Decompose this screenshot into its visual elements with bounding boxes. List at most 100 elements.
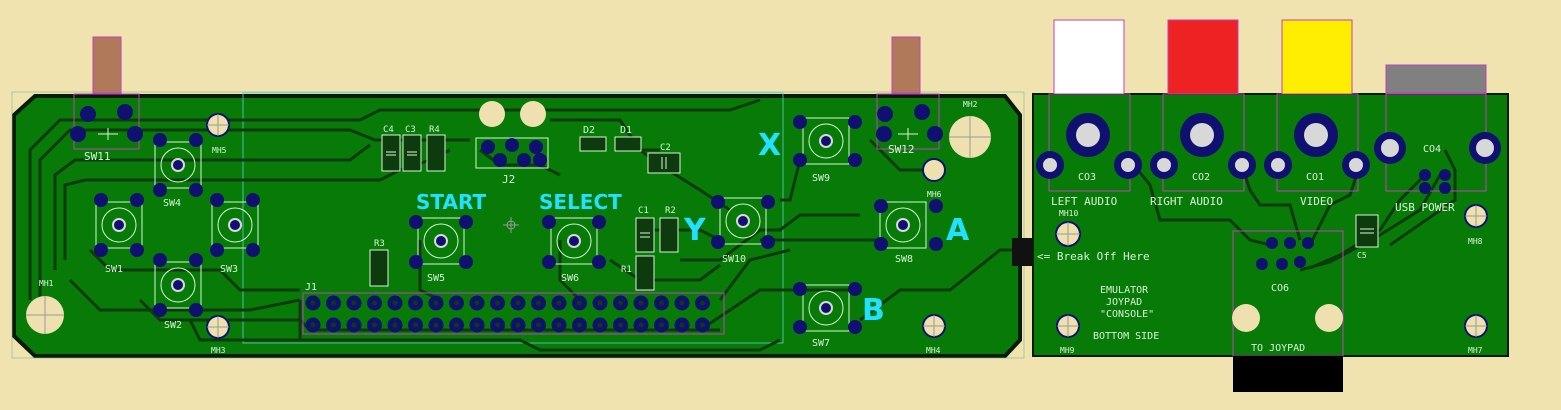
c5-label: C5 [1357, 251, 1367, 260]
co4-usb: CO4 [1374, 93, 1501, 194]
usb-body [1385, 64, 1487, 94]
j2-mount-hole-left [479, 101, 505, 127]
r1-label: R1 [621, 265, 632, 275]
co6-label: CO6 [1271, 283, 1289, 294]
mh4-label: MH4 [926, 346, 941, 355]
c1-label: C1 [638, 206, 649, 216]
j1-pin-hole [413, 300, 418, 306]
j1-pin-hole [454, 322, 459, 328]
left-audio-label: LEFT AUDIO [1051, 195, 1117, 208]
j1-pin-hole [597, 300, 603, 306]
to-joypad-label: TO JOYPAD [1251, 343, 1305, 354]
sw2: SW2 [153, 253, 203, 331]
co4-label: CO4 [1423, 144, 1441, 155]
co3-jack: CO3 [1036, 93, 1142, 192]
j1-pin-hole [618, 322, 623, 328]
r3: R3 [369, 239, 389, 287]
sw10: SW10 [711, 195, 775, 265]
j1-pin-hole [618, 300, 623, 306]
c2-label: C2 [660, 143, 671, 153]
sw12-label: SW12 [888, 143, 915, 156]
c4-c3-r4: C4 C3 R4 [381, 125, 446, 172]
j1-pin-hole [433, 300, 439, 306]
mh4: MH4 [922, 314, 946, 355]
sw1-label: SW1 [105, 264, 123, 275]
co2-label: CO2 [1192, 172, 1210, 183]
rca-red-body [1167, 19, 1239, 95]
j1-pin-hole [372, 322, 377, 328]
mh5-label: MH5 [212, 146, 227, 155]
sw11-label: SW11 [84, 150, 111, 163]
j1-header: J1 [302, 282, 725, 335]
mh10: MH10 [1055, 209, 1081, 247]
j2-mount-hole-right [520, 101, 546, 127]
sw12: SW12 [876, 93, 943, 156]
sw3: SW3 [210, 193, 260, 275]
d1-label: D1 [620, 125, 632, 136]
mh6: MH6 [922, 158, 946, 199]
j1-pin-hole [536, 322, 541, 328]
select-label: SELECT [539, 190, 622, 214]
sw7: SW7 [793, 282, 862, 349]
j1-pin-hole [351, 322, 357, 328]
r3-label: R3 [374, 239, 385, 249]
video-label: VIDEO [1300, 195, 1333, 208]
r2-label: R2 [665, 206, 676, 216]
break-off-label: <= Break Off Here [1037, 250, 1150, 263]
j1-pin-hole [331, 300, 336, 306]
mh3: MH3 [206, 315, 230, 355]
rca-yellow-body [1281, 19, 1353, 95]
j1-pin-hole [700, 300, 705, 306]
mh8: MH8 [1464, 204, 1488, 246]
mh3-label: MH3 [211, 346, 226, 355]
sw1: SW1 [94, 193, 144, 275]
co3-label: CO3 [1078, 172, 1096, 183]
mh9: MH9 [1056, 314, 1080, 355]
emulator-line1: EMULATOR [1100, 285, 1149, 296]
j2-label: J2 [502, 173, 515, 186]
co1-jack: CO1 [1264, 93, 1370, 192]
j1-pin-hole [638, 300, 644, 306]
r1: R1 [621, 255, 655, 291]
a-label: A [946, 213, 970, 248]
j1-pin-hole [310, 322, 316, 328]
sw6: SW6 [542, 215, 606, 284]
sw5-label: SW5 [427, 273, 445, 284]
bottom-side-label: BOTTOM SIDE [1093, 331, 1159, 342]
sw9-label: SW9 [812, 173, 830, 184]
j1-pin-hole [556, 322, 562, 328]
x-label: X [758, 128, 781, 163]
co2-jack: CO2 [1150, 93, 1256, 192]
sw8-label: SW8 [895, 254, 913, 265]
sw6-label: SW6 [561, 273, 579, 284]
joypad-plug [1233, 356, 1343, 392]
j1-pin-hole [577, 300, 582, 306]
r4-label: R4 [429, 125, 440, 135]
d1-d2: D2 D1 [579, 125, 642, 152]
j1-pin-hole [372, 300, 377, 306]
mh7: MH7 [1464, 314, 1488, 355]
d2-label: D2 [583, 125, 595, 136]
j1-label: J1 [305, 282, 317, 293]
sw9: SW9 [793, 115, 862, 184]
sw2-label: SW2 [164, 320, 182, 331]
j1-pin-hole [474, 300, 480, 306]
j1-pin-hole [413, 322, 418, 328]
sw11-slide-tab [92, 36, 122, 94]
mh5: MH5 [206, 113, 230, 155]
j1-pin-hole [679, 322, 685, 328]
j1-pin-hole [495, 322, 500, 328]
sw10-label: SW10 [722, 254, 746, 265]
sw12-slide-tab [891, 36, 921, 94]
mh1: MH1 [26, 279, 64, 334]
j1-pin-hole [700, 322, 705, 328]
c3-label: C3 [405, 125, 416, 135]
mh10-label: MH10 [1059, 209, 1078, 218]
j1-pin-hole [515, 300, 521, 306]
emulator-line2: JOYPAD [1106, 297, 1142, 308]
usb-power-label: USB POWER [1395, 201, 1455, 214]
right-audio-label: RIGHT AUDIO [1150, 195, 1223, 208]
mh8-label: MH8 [1468, 237, 1483, 246]
j1-pin-hole [577, 322, 582, 328]
